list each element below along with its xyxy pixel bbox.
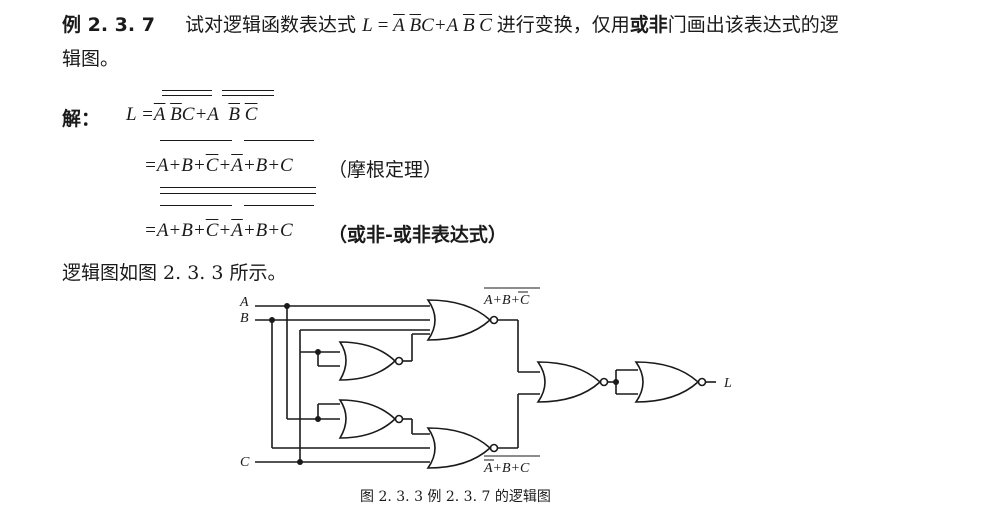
- junction-dot: [315, 349, 321, 355]
- equation-2: =A+B+C+A+B+C: [144, 155, 293, 176]
- example-label: 例 2. 3. 7: [62, 14, 155, 36]
- problem-line-1: 例 2. 3. 7 试对逻辑函数表达式 L = A BC+A B C 进行变换，…: [62, 10, 839, 37]
- output-label-l: L: [723, 376, 732, 391]
- input-label-a: A: [239, 295, 249, 310]
- figure-caption: 图 2. 3. 3 例 2. 3. 7 的逻辑图: [360, 489, 551, 505]
- input-label-b: B: [240, 311, 249, 326]
- input-label-c: C: [240, 455, 250, 470]
- problem-bold-nor: 或非: [629, 14, 668, 36]
- eq3-bar-3: [160, 205, 232, 207]
- eq2-bar-1: [160, 140, 232, 142]
- eq1-bar-2b: [222, 95, 274, 97]
- equation-1: L =A BC+A B C: [126, 104, 258, 125]
- equation-3: =A+B+C+A+B+C: [144, 220, 293, 241]
- problem-text-after-b: 门画出该表达式的逻: [667, 14, 839, 36]
- junction-dot: [284, 303, 290, 309]
- junction-dot: [613, 379, 619, 385]
- top-gate-output-label: A+B+C: [483, 293, 530, 308]
- problem-text-after-a: 进行变换，仅用: [496, 14, 630, 36]
- eq3-bar-1: [160, 187, 316, 189]
- solution-label: 解：: [62, 108, 101, 130]
- eq1-bar-1b: [162, 95, 212, 97]
- junction-dot: [269, 317, 275, 323]
- problem-text-before: 试对逻辑函数表达式: [185, 14, 357, 36]
- junction-dot: [315, 416, 321, 422]
- problem-line-2: 辑图。: [62, 44, 119, 71]
- conclusion-text: 逻辑图如图 2. 3. 3 所示。: [62, 262, 287, 284]
- eq2-bar-2: [244, 140, 314, 142]
- eq3-note: （或非-或非表达式）: [328, 224, 507, 246]
- problem-expression: L = A BC+A B C: [362, 15, 492, 36]
- problem-text-line2: 辑图。: [62, 48, 120, 70]
- eq3-bar-4: [244, 205, 314, 207]
- eq2-note: （摩根定理）: [328, 159, 443, 181]
- junction-dot: [297, 459, 303, 465]
- bottom-gate-output-label: A+B+C: [483, 461, 530, 476]
- eq1-bar-2a: [222, 90, 274, 92]
- eq1-bar-1a: [162, 90, 212, 92]
- eq3-bar-2: [160, 193, 316, 195]
